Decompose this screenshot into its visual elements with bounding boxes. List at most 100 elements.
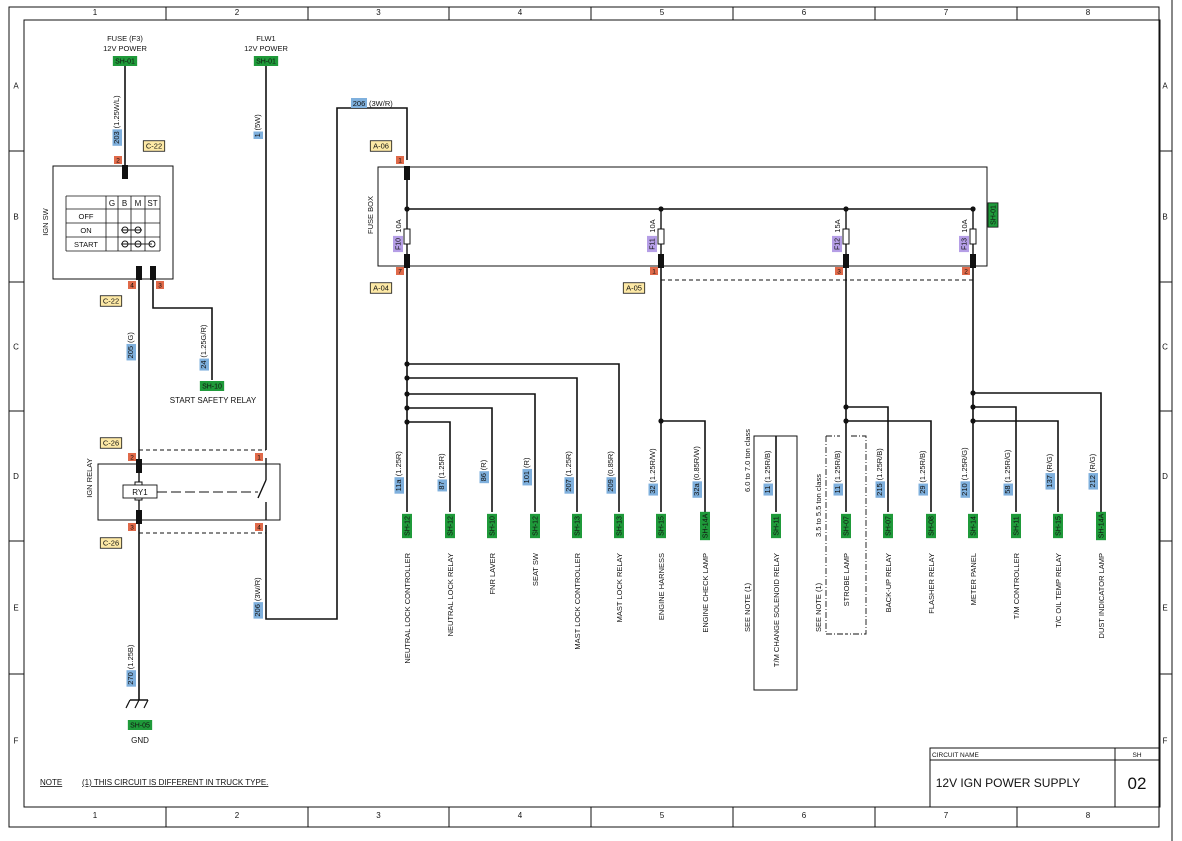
column-label: 4 bbox=[518, 8, 523, 17]
column-label: 4 bbox=[518, 811, 523, 820]
tag-bg bbox=[771, 513, 781, 539]
tag-text: SH-07 bbox=[886, 516, 893, 536]
wire-label-rot: 270(1.25B) bbox=[126, 644, 136, 687]
tag-bg bbox=[127, 720, 153, 730]
tag-bg bbox=[959, 235, 969, 253]
pin-bg bbox=[396, 267, 404, 275]
pin-text: 1 bbox=[652, 269, 656, 276]
sheet-ref-tag: SH-14A bbox=[1096, 511, 1106, 541]
pin-1: 1 bbox=[396, 156, 404, 165]
wire-label-rot: 58(1.25R/G) bbox=[1003, 449, 1013, 496]
sheet-ref-tag: SH-15 bbox=[656, 513, 666, 539]
wire-number: 203 bbox=[112, 131, 121, 144]
tag-text: SH-01 bbox=[991, 205, 998, 225]
wire-label-rot: 32a(0.85R/W) bbox=[692, 446, 702, 498]
tag-bg bbox=[832, 235, 842, 253]
column-label: 6 bbox=[802, 8, 807, 17]
tag-text: SH-10 bbox=[490, 516, 497, 536]
wire-spec: (1.25R) bbox=[394, 451, 403, 477]
load-label: MAST LOCK RELAY bbox=[615, 553, 624, 622]
fuse-output-pin: 1 bbox=[650, 267, 658, 276]
ign-relay-box bbox=[97, 463, 281, 521]
load-label: T/M CHANGE SOLENOID RELAY bbox=[772, 553, 781, 667]
wire-label-rot: 212(R/G) bbox=[1088, 453, 1098, 490]
connector-body bbox=[150, 266, 156, 280]
branch-wire bbox=[973, 420, 1059, 498]
wire-206-upper-label: 206(3W/R) bbox=[351, 98, 393, 108]
pin-text: 4 bbox=[130, 283, 134, 290]
branch-junction bbox=[843, 418, 849, 424]
load-wire-label: 210(1.25R/G) bbox=[960, 447, 970, 498]
wire-number: 29 bbox=[918, 485, 927, 493]
connector-body bbox=[404, 254, 410, 268]
tag-bg bbox=[99, 295, 123, 307]
fusebox-top-connector bbox=[404, 166, 410, 180]
pin-text: 3 bbox=[158, 283, 162, 290]
fuse-name-tag: F11 bbox=[647, 235, 657, 253]
wire-label-rot: 11a (1.25R) bbox=[394, 451, 404, 494]
wire-spec: (1.25B) bbox=[126, 644, 135, 669]
row-label: F bbox=[1163, 737, 1168, 746]
pin-text: 3 bbox=[130, 525, 134, 532]
wire-205-label: 205(G) bbox=[126, 332, 136, 361]
wire-spec: (3W/R) bbox=[253, 577, 262, 601]
fuse-rating: 10A bbox=[960, 219, 969, 232]
tag-text: SH-11 bbox=[1014, 516, 1021, 535]
row-label: E bbox=[13, 604, 18, 613]
connector-body bbox=[658, 254, 664, 268]
wire-number: 205 bbox=[126, 346, 135, 359]
wire-spec: (1.25G/R) bbox=[199, 324, 208, 357]
strobe-variant-box bbox=[846, 435, 867, 635]
ign-sw-label: IGN SW bbox=[41, 207, 50, 235]
wire-number-bg bbox=[1045, 473, 1055, 490]
wire-24 bbox=[152, 280, 213, 380]
load-label: T/C OIL TEMP RELAY bbox=[1054, 553, 1063, 628]
tag-bg bbox=[369, 282, 393, 294]
pin-2: 2 bbox=[128, 453, 136, 462]
sheet-ref-tag: SH-11 bbox=[771, 513, 781, 539]
pin-3: 3 bbox=[156, 281, 164, 290]
load-wire-label: 32a(0.85R/W) bbox=[692, 446, 702, 498]
sheet-number: 02 bbox=[1128, 774, 1147, 793]
wire-number: 11a bbox=[394, 479, 403, 492]
ry1-tag bbox=[122, 484, 158, 499]
sheet-ref-tag: SH-01 bbox=[987, 202, 999, 228]
tag-text: A-04 bbox=[373, 284, 389, 293]
fuse-element bbox=[842, 228, 850, 245]
column-label: 5 bbox=[660, 811, 665, 820]
sheet-ref-tag: SH-13 bbox=[572, 513, 582, 539]
ry1-label: RY1 bbox=[132, 488, 148, 497]
wire-number-bg bbox=[253, 131, 263, 139]
tag-text: F12 bbox=[835, 238, 842, 250]
tag-text: SH-10 bbox=[202, 384, 222, 391]
fuse-name-tag: F13 bbox=[959, 235, 969, 253]
wire-spec: (1.25R) bbox=[437, 453, 446, 479]
tag-text: SH-12 bbox=[533, 516, 540, 536]
wire-number: 212 bbox=[1088, 475, 1097, 488]
wire-label-rot: 209(0.85R) bbox=[606, 451, 616, 494]
tag-bg bbox=[199, 381, 225, 391]
pin-bg bbox=[396, 156, 404, 164]
fuse-rating: 10A bbox=[394, 219, 403, 232]
wire-number: 215 bbox=[875, 483, 884, 496]
pin-bg bbox=[835, 267, 843, 275]
wire-spec: (1.25R) bbox=[564, 451, 573, 477]
tag-text: A-06 bbox=[373, 142, 389, 151]
load-label: METER PANEL bbox=[969, 553, 978, 605]
branch-wire bbox=[407, 421, 451, 498]
sheet-ref-tag: SH-10 bbox=[199, 381, 225, 391]
wire-label-rot: 11(1.25R/B) bbox=[763, 450, 773, 496]
sheet-ref-tag: SH-01 bbox=[253, 56, 279, 66]
load-t-m-change-solenoid-relay: 11(1.25R/B) SH-11T/M CHANGE SOLENOID RELA… bbox=[763, 450, 781, 667]
outer-border bbox=[8, 6, 1160, 828]
tag-text: SH-01 bbox=[256, 59, 276, 66]
wire-number: 11 bbox=[833, 486, 842, 494]
pin-bg bbox=[128, 281, 136, 289]
fuse-box-outline bbox=[377, 166, 988, 267]
ign-sw-br-connector bbox=[150, 266, 156, 280]
